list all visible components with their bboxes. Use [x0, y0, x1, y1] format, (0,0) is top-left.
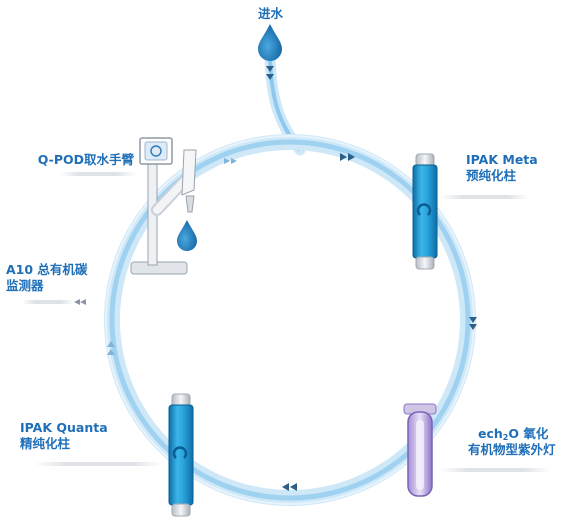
- qpod-label: Q-POD取水手臂: [37, 152, 134, 167]
- flow-arrow-bottom: [282, 483, 297, 491]
- echo-label: ech2O 氧化: [478, 426, 548, 445]
- flow-arrow-right: [469, 317, 477, 330]
- flow-arrow-top-left: [224, 158, 237, 164]
- echo-prefix: ech: [478, 426, 503, 441]
- water-drop-icon: [258, 24, 282, 61]
- ipak-quanta-cartridge-icon: [168, 393, 194, 517]
- ipak-meta-cartridge-icon: [412, 153, 438, 270]
- flow-arrow-top-right: [340, 153, 355, 161]
- echo-label-line2: 有机物型紫外灯: [468, 442, 556, 457]
- a10-label-line2: 监测器: [6, 278, 44, 293]
- echo-underline: [440, 468, 550, 472]
- a10-underline: [22, 300, 74, 304]
- ipak-meta-sublabel: 预纯化柱: [466, 168, 517, 183]
- dispenser-icon: [130, 137, 197, 275]
- flow-arrow-left: [107, 341, 115, 355]
- echo-suffix: O 氧化: [508, 426, 549, 441]
- ipak-quanta-underline: [34, 462, 164, 466]
- dispense-drop-icon: [177, 220, 197, 251]
- ipak-quanta-label: IPAK Quanta: [20, 420, 108, 435]
- ipak-meta-label: IPAK Meta: [466, 152, 538, 167]
- uv-lamp-icon: [403, 403, 437, 497]
- echo-subscript: 2: [502, 433, 509, 442]
- a10-arrow-icon: [74, 299, 86, 305]
- flow-arrow-inlet: [266, 66, 274, 80]
- water-inlet-label: 进水: [258, 6, 284, 21]
- qpod-underline: [60, 172, 136, 176]
- ipak-meta-underline: [440, 195, 530, 199]
- a10-label-line1: A10 总有机碳: [6, 262, 88, 277]
- ipak-quanta-sublabel: 精纯化柱: [20, 436, 71, 451]
